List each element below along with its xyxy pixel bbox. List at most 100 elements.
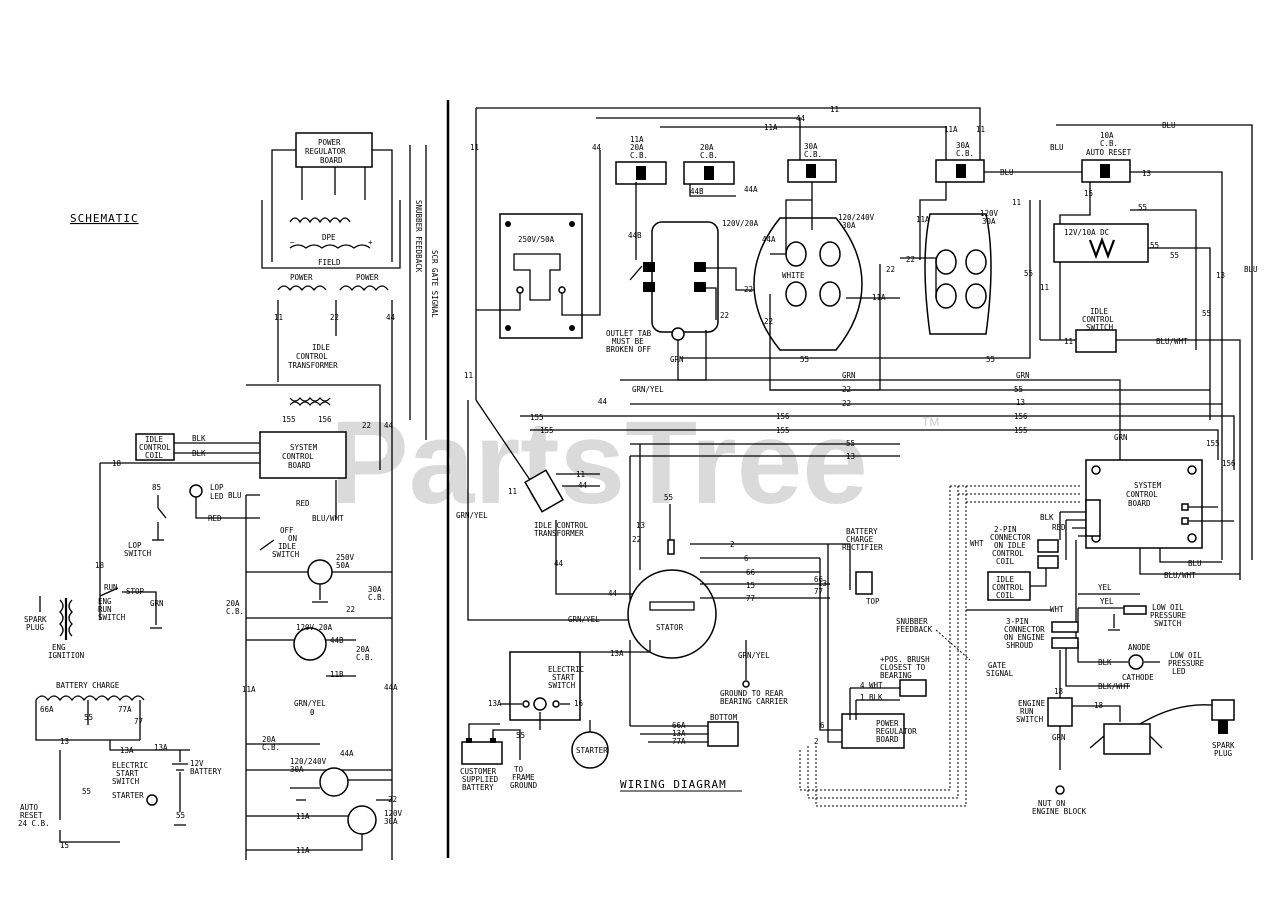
engine-run-switch[interactable] <box>1047 697 1073 727</box>
starter-label: STARTER <box>112 791 144 800</box>
wire-77a-bc: 77A <box>672 737 686 746</box>
wire-66-rc: 66 <box>814 575 824 584</box>
wire-grnyel-w3: GRN/YEL <box>568 615 600 624</box>
arcb-label-1: AUTO <box>20 803 39 812</box>
wire-55-h2: 55 <box>986 355 995 364</box>
s-cb20b-label-2: C.B. <box>356 653 374 662</box>
wire-55-h4: 55 <box>1014 385 1023 394</box>
idle-on-label: ON <box>288 534 297 543</box>
wire-blk-2: BLK <box>192 449 206 458</box>
ess-w-label-2: START <box>552 673 575 682</box>
wire-55-h5: 55 <box>846 439 855 448</box>
cb30-2-label-1: 30A <box>956 141 970 150</box>
bottom-label: BOTTOM <box>710 713 738 722</box>
wire-77a: 77A <box>118 705 132 714</box>
cb10-label-3: AUTO RESET <box>1086 148 1132 157</box>
wire-grnyel-w: GRN/YEL <box>632 385 664 394</box>
rcpt-120v-20a <box>651 221 719 333</box>
wire-22-r4: 22 <box>906 255 915 264</box>
icc-label-2: CONTROL <box>139 443 171 452</box>
cb-label-3: BATTERY <box>462 783 494 792</box>
ics-label-2: CONTROL <box>1082 315 1114 324</box>
idle-switch-label-1: IDLE <box>278 542 297 551</box>
wire-wht-scb: WHT <box>970 539 984 548</box>
wire-15-cb10: 15 <box>1084 189 1093 198</box>
ign-label-1: ENG <box>52 643 66 652</box>
two-pin-connector-b <box>1037 555 1059 569</box>
three-pin-connector-a <box>1051 621 1079 633</box>
wire-55-st: 55 <box>664 493 673 502</box>
icc-w-label-1: IDLE <box>996 575 1015 584</box>
scb-w-label-3: BOARD <box>1128 499 1151 508</box>
field-label: FIELD <box>318 258 341 267</box>
scb-s-label-3: BOARD <box>288 461 311 470</box>
3p-label-4: SHROUD <box>1006 641 1034 650</box>
wire-blu-side: BLU <box>1244 265 1258 274</box>
tab-label-1: OUTLET TAB <box>606 329 652 338</box>
tfg-label-2: FRAME <box>512 773 535 782</box>
ess-label-1: ELECTRIC <box>112 761 148 770</box>
prb-label-1: POWER <box>318 138 341 147</box>
wire-18: 18 <box>112 459 122 468</box>
3p-label-1: 3-PIN <box>1006 617 1029 626</box>
cb10-toggle <box>1100 164 1110 178</box>
s-cb20c-label-1: 20A <box>262 735 276 744</box>
gs-label-2: SIGNAL <box>986 669 1014 678</box>
cb20-1-toggle <box>636 166 646 180</box>
cb30-1-label-1: 30A <box>804 142 818 151</box>
wire-bluwht-ics: BLU/WHT <box>1156 337 1188 346</box>
ess-label-2: START <box>116 769 139 778</box>
wire-55-h3: 55 <box>1024 269 1033 278</box>
prb-w-label-1: POWER <box>876 719 899 728</box>
wire-55-cb3: 55 <box>1170 251 1179 260</box>
s-cb20b-label-1: 20A <box>356 645 370 654</box>
ess-w-label-3: SWITCH <box>548 681 576 690</box>
wire-blkwht-led: BLK/WHT <box>1098 682 1130 691</box>
wire-66-st: 66 <box>746 568 756 577</box>
wire-77-st: 77 <box>746 594 755 603</box>
rcpt-120v-30a <box>924 213 992 335</box>
s-cb20-label-2: C.B. <box>226 607 244 616</box>
pb-label-2: CLOSEST TO <box>880 663 926 672</box>
wire-11-cb2: 11 <box>976 125 985 134</box>
wire-2-st: 2 <box>730 540 735 549</box>
pb-label-1: +POS. BRUSH <box>880 655 930 664</box>
wire-yel-2: YEL <box>1100 597 1114 606</box>
s-cb30-label-1: 30A <box>368 585 382 594</box>
wire-44b-w: 44B <box>690 187 704 196</box>
wire-grn-r: GRN <box>670 355 684 364</box>
wire-11a-cb: 11A <box>630 135 644 144</box>
r240-label-2: 30A <box>842 221 856 230</box>
wire-red-2: RED <box>296 499 310 508</box>
wire-13a-ess: 13A <box>488 699 502 708</box>
los-label-1: LOW OIL <box>1152 603 1184 612</box>
wire-18-ers: 18 <box>1054 687 1064 696</box>
grn-label: GRN <box>150 599 164 608</box>
ers-label-1: ENG <box>98 597 112 606</box>
schem-rcpt-120-240v <box>319 767 349 797</box>
wire-13-side: 13 <box>1216 271 1225 280</box>
wire-22-r3: 22 <box>764 317 773 326</box>
lop-led <box>189 484 203 498</box>
s-cb30-label-2: C.B. <box>368 593 386 602</box>
brush-holder <box>899 679 927 697</box>
cb20-1-label-1: 20A <box>630 143 644 152</box>
sf-label-1: SNUBBER <box>896 617 928 626</box>
ers-w-label-1: ENGINE <box>1018 699 1046 708</box>
wire-155-w: 155 <box>530 413 544 422</box>
wire-13-h2: 13 <box>846 452 855 461</box>
wire-22-r5: 22 <box>886 265 895 274</box>
los-label-3: SWITCH <box>1154 619 1182 628</box>
wire-13a-b: 13A <box>154 743 168 752</box>
wire-44-w2: 44 <box>592 143 602 152</box>
sp-w-label-1: SPARK <box>1212 741 1235 750</box>
wire-13a-ess2: 13A <box>610 649 624 658</box>
anode-label: ANODE <box>1128 643 1151 652</box>
r30-label-1: 120V <box>980 209 999 218</box>
sp-label-1: SPARK <box>24 615 47 624</box>
ict-w-label-1: IDLE CONTROL <box>534 521 589 530</box>
wire-11-w4: 11 <box>1040 283 1049 292</box>
wire-grnyel-w2: GRN/YEL <box>456 511 488 520</box>
idle-control-switch[interactable] <box>1075 329 1117 353</box>
lol-label-2: PRESSURE <box>1168 659 1205 668</box>
